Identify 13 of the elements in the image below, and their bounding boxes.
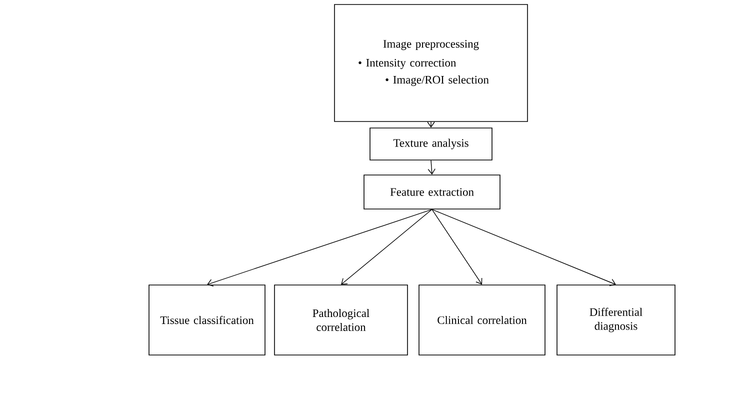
process-box: Feature extraction bbox=[364, 174, 500, 210]
arrow bbox=[427, 122, 435, 128]
process-box: Image preprocessing • Intensity correction • Image/ROI selection bbox=[334, 4, 528, 122]
arrow bbox=[432, 209, 616, 286]
arrow bbox=[432, 209, 482, 285]
arrow bbox=[341, 209, 432, 285]
process-box: Texture analysis bbox=[370, 128, 492, 160]
outcome-box: Differential diagnosis bbox=[556, 284, 676, 356]
arrow bbox=[207, 209, 432, 286]
arrow bbox=[428, 160, 436, 175]
outcome-box: Clinical correlation bbox=[418, 284, 546, 356]
outcome-box: Tissue classification bbox=[148, 284, 266, 356]
outcome-box: Pathological correlation bbox=[274, 284, 408, 356]
